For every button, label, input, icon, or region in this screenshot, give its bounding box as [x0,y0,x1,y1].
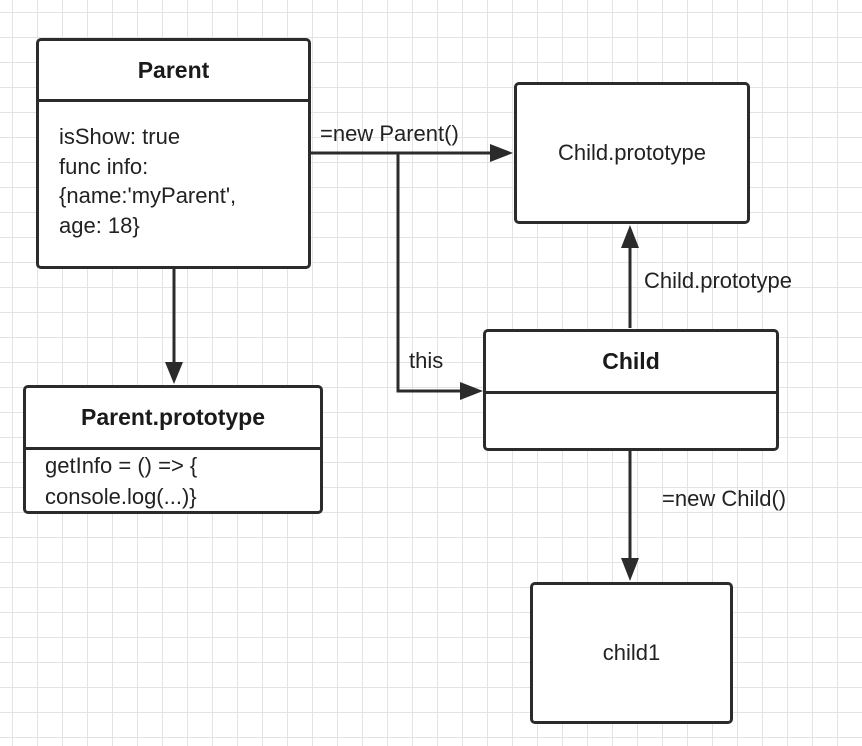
new-child-label: =new Child() [662,486,787,511]
arrowhead-child-prototype [621,225,639,248]
child-prototype-label: Child.prototype [558,140,706,165]
child1-instance-box[interactable]: child1 [530,582,733,724]
parent-prototype-box[interactable]: Parent.prototype getInfo = () => { conso… [23,385,323,514]
parent-prototype-title: Parent.prototype [26,388,320,450]
parent-prototype-members: getInfo = () => { console.log(...)} [45,453,198,509]
child-class-title: Child [486,332,776,394]
child-class-box[interactable]: Child [483,329,779,451]
arrowhead-this [460,382,483,400]
arrowhead-new-parent [490,144,513,162]
arrowhead-new-child [621,558,639,581]
parent-class-title: Parent [39,41,308,102]
new-parent-label: =new Parent() [320,121,459,146]
child1-label: child1 [602,640,661,665]
parent-class-members: isShow: true func info: {name:'myParent'… [59,124,237,238]
child-prototype-edge-label: Child.prototype [644,268,792,293]
arrowhead-parent-prototype [165,362,183,384]
parent-class-box[interactable]: Parent isShow: true func info: {name:'my… [36,38,311,269]
this-label: this [409,348,444,373]
child-prototype-box[interactable]: Child.prototype [514,82,750,224]
